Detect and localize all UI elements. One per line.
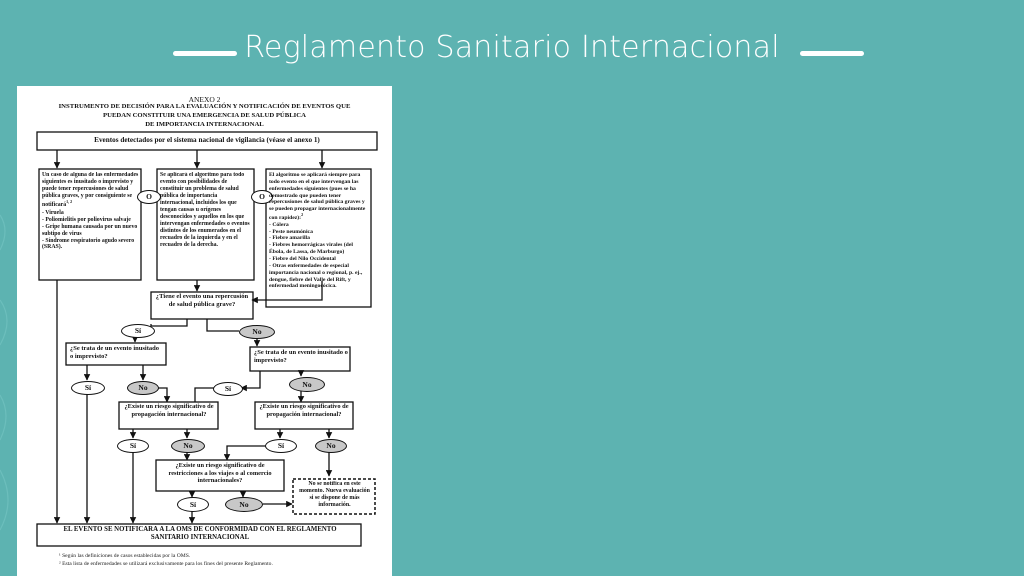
annex-label: ANEXO 2: [188, 95, 221, 104]
title-dash-right: [800, 51, 864, 56]
footnote-2: ² Esta lista de enfermedades se utilizar…: [59, 561, 273, 567]
yes-unusual-right: Sí: [213, 382, 243, 396]
document-heading-line-1: INSTRUMENTO DE DECISIÓN PARA LA EVALUACI…: [58, 103, 351, 110]
algorithm-diseases-list: - Cólera - Peste neumónica - Fiebre amar…: [269, 222, 369, 290]
question-trade-restrictions: ¿Existe un riesgo significativo de restr…: [168, 462, 272, 485]
notify-who-box: EL EVENTO SE NOTIFICARÁ A LA OMS DE CONF…: [63, 526, 337, 542]
no-unusual-right: No: [289, 377, 325, 392]
yes-serious: Sí: [121, 324, 155, 338]
algorithm-disease-item: - Otras enfermedades de especial importa…: [269, 262, 363, 290]
question-spread-left: ¿Existe un riesgo significativo de propa…: [124, 403, 214, 418]
no-unusual-left: No: [127, 381, 159, 395]
document-heading-line-3: DE IMPORTANCIA INTERNACIONAL: [145, 121, 264, 128]
or-connector-right: O: [251, 190, 273, 204]
algorithm-always-intro: El algoritmo se aplicará siempre para to…: [269, 172, 366, 221]
algorithm-disease-item: - Fiebre del Nilo Occidental: [269, 256, 336, 263]
notifiable-diseases-box: Un caso de alguna de las enfermedades si…: [42, 172, 139, 251]
question-unusual-right: ¿Se trata de un evento inusitado o impre…: [254, 349, 348, 364]
notifiable-disease-item: - Gripe humana causada por un nuevo subt…: [42, 223, 138, 237]
notifiable-disease-item: - Síndrome respiratorio agudo severo (SR…: [42, 237, 135, 251]
yes-spread-left: Sí: [117, 439, 149, 453]
not-notified-box: No se notifica en este momento. Nueva ev…: [299, 481, 370, 509]
algorithm-always-box: El algoritmo se aplicará siempre para to…: [269, 172, 369, 290]
slide-title: Reglamento Sanitario Internacional: [244, 30, 780, 65]
footnote-1: ¹ Según las definiciones de casos establ…: [59, 553, 191, 559]
question-unusual-left: ¿Se trata de un evento inusitado o impre…: [70, 345, 160, 360]
question-serious-impact: ¿Tiene el evento una repercusión de salu…: [155, 293, 249, 308]
decision-instrument-document: ANEXO 2 INSTRUMENTO DE DECISIÓN PARA LA …: [17, 86, 392, 576]
notifiable-disease-item: - Viruela: [42, 209, 64, 216]
detected-events-box: Eventos detectados por el sistema nacion…: [94, 136, 320, 144]
yes-spread-right: Sí: [265, 439, 297, 453]
algorithm-applies-box: Se aplicará el algoritmo para todo event…: [160, 172, 250, 248]
algorithm-disease-item: - Cólera: [269, 221, 289, 228]
flowchart-connectors: [36, 131, 378, 547]
no-restrictions: No: [225, 497, 263, 512]
yes-restrictions: Sí: [177, 497, 209, 512]
algorithm-disease-item: - Fiebre amarilla: [269, 235, 310, 242]
document-heading-line-2: PUEDAN CONSTITUIR UNA EMERGENCIA DE SALU…: [103, 112, 306, 119]
question-spread-right: ¿Existe un riesgo significativo de propa…: [259, 403, 349, 418]
algorithm-disease-item: - Fiebres hemorrágicas virales (del Ébol…: [269, 242, 353, 256]
title-dash-left: [173, 51, 237, 56]
notifiable-diseases-footnote-ref: 1, 2: [66, 198, 73, 204]
no-spread-right: No: [315, 439, 347, 453]
algorithm-disease-item: - Peste neumónica: [269, 228, 313, 235]
no-serious: No: [239, 325, 275, 339]
or-connector-left: O: [137, 190, 161, 204]
notifiable-disease-item: - Poliomielitis por poliovirus salvaje: [42, 216, 131, 223]
algorithm-always-footnote-ref: 2: [301, 212, 304, 218]
notifiable-diseases-intro: Un caso de alguna de las enfermedades si…: [42, 172, 139, 208]
no-spread-left: No: [171, 439, 205, 453]
yes-unusual-left: Sí: [71, 381, 105, 395]
notifiable-diseases-list: - Viruela - Poliomielitis por poliovirus…: [42, 210, 139, 252]
